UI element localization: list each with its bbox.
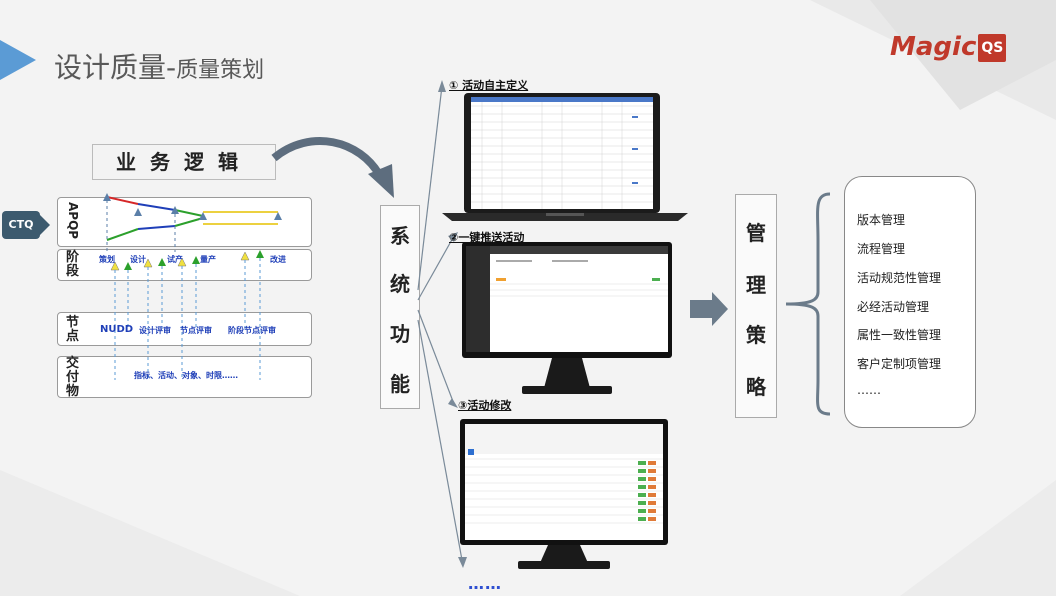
node-node-review: 节点评审 xyxy=(180,326,212,335)
system-char-2: 统 xyxy=(390,272,410,296)
node-nudd: NUDD xyxy=(100,324,134,335)
list-item: 必经活动管理 xyxy=(857,300,930,314)
monitor-screenshot-modify xyxy=(460,419,668,569)
deliverable-text: 指标、活动、对象、时限…… xyxy=(134,371,238,380)
stage-label: 阶段 xyxy=(66,250,80,279)
title-arrow-icon xyxy=(0,40,36,80)
page-title: 设计质量-质量策划 xyxy=(54,51,265,84)
mgmt-char-4: 略 xyxy=(746,375,766,399)
screen-label-2: ②一键推送活动 xyxy=(449,231,525,244)
curved-arrow-icon xyxy=(271,137,394,198)
list-item: 客户定制项管理 xyxy=(857,357,942,371)
management-strategy-box: 管 理 策 略 xyxy=(735,194,777,418)
list-item: 属性一致性管理 xyxy=(857,328,942,342)
apqp-row: APQP xyxy=(57,197,312,247)
page-subtitle: 质量策划 xyxy=(176,58,265,83)
mgmt-char-1: 管 xyxy=(746,221,766,245)
system-char-1: 系 xyxy=(390,224,410,248)
deliverable-row: 交付物 xyxy=(57,356,312,399)
list-item: 活动规范性管理 xyxy=(857,271,942,285)
deliverable-label: 交付物 xyxy=(66,356,80,399)
business-logic-box: 业务逻辑 xyxy=(92,144,276,180)
mgmt-char-2: 理 xyxy=(746,273,766,297)
node-gate-review: 阶段节点评审 xyxy=(228,326,276,335)
apqp-label: APQP xyxy=(66,202,80,240)
node-row: 节点 xyxy=(57,312,312,346)
laptop-screenshot xyxy=(442,93,688,221)
stage-design: 设计 xyxy=(130,255,146,264)
stage-row: 阶段 xyxy=(57,249,312,281)
system-function-box: 系 统 功 能 xyxy=(380,205,420,409)
monitor-screenshot-push xyxy=(462,242,672,394)
stage-mass: 量产 xyxy=(200,255,216,264)
system-char-4: 能 xyxy=(390,372,410,396)
node-design-review: 设计评审 xyxy=(139,326,171,335)
apqp-flow-graphic xyxy=(103,193,282,380)
stage-plan: 策划 xyxy=(99,255,115,264)
ctq-badge: CTQ xyxy=(2,211,50,239)
list-item: 流程管理 xyxy=(857,242,906,256)
node-label: 节点 xyxy=(66,315,80,344)
list-item: 版本管理 xyxy=(857,213,906,227)
screen-label-3: ③活动修改 xyxy=(458,399,512,412)
screen-label-1: ① 活动自主定义 xyxy=(449,79,529,92)
mgmt-char-3: 策 xyxy=(746,323,766,347)
stage-improve: 改进 xyxy=(270,255,286,264)
system-char-3: 功 xyxy=(390,322,410,346)
more-dots: …… xyxy=(468,574,502,593)
stage-trial: 试产 xyxy=(167,255,183,264)
strategy-list: 版本管理 流程管理 活动规范性管理 必经活动管理 属性一致性管理 客户定制项管理… xyxy=(844,176,976,428)
list-item: …… xyxy=(857,383,881,397)
